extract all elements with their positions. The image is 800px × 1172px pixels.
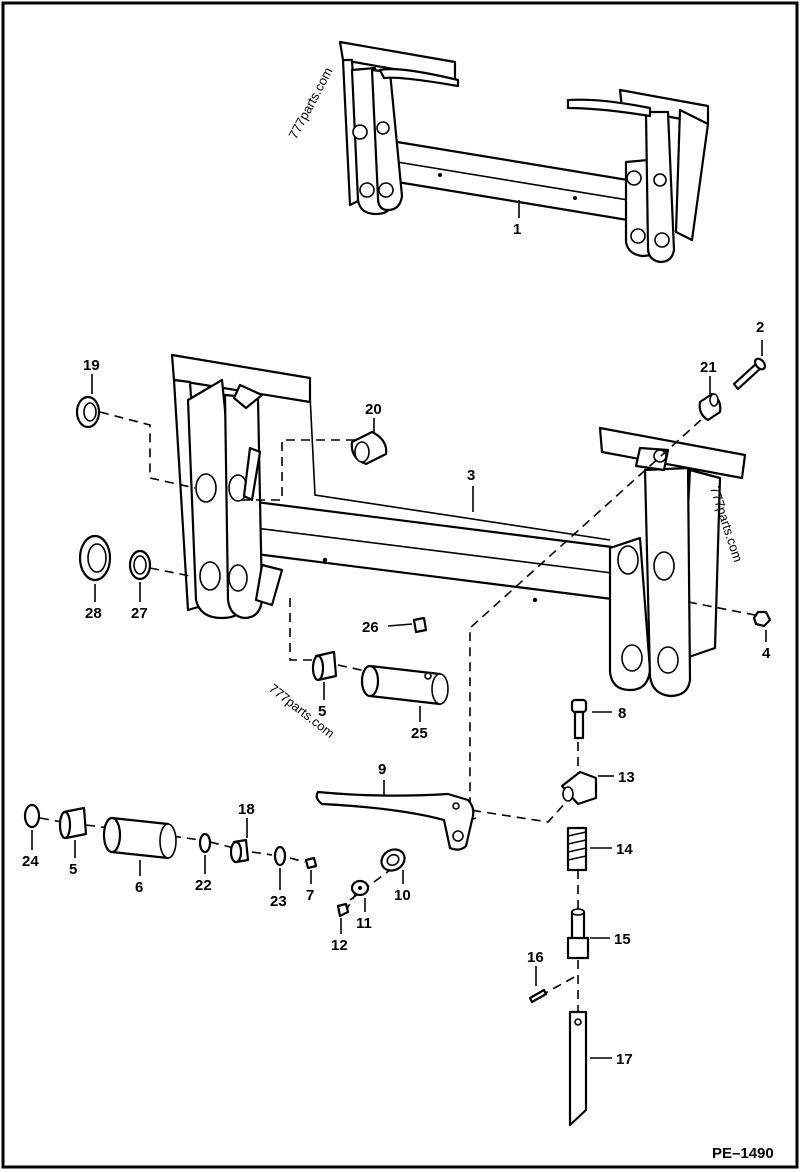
part-26-grease-fitting (412, 616, 428, 634)
part-20-collar (350, 430, 388, 466)
part-5-bushing (311, 650, 338, 682)
part-15-plunger (566, 908, 590, 960)
callout-24: 24 (22, 853, 39, 870)
callout-3: 3 (467, 467, 475, 484)
part-6-sleeve (102, 816, 177, 860)
callout-6: 6 (135, 879, 143, 896)
callout-5-lower: 5 (69, 861, 77, 878)
part-25-pin (360, 664, 449, 706)
part-19-washer (75, 395, 101, 429)
part-21-bushing (698, 392, 722, 422)
callout-9: 9 (378, 761, 386, 778)
part-18-bearing (229, 838, 250, 864)
part-14-spring (566, 826, 588, 872)
callout-13: 13 (618, 769, 635, 786)
callout-18: 18 (238, 801, 255, 818)
callout-16: 16 (527, 949, 544, 966)
part-8-bolt (570, 698, 588, 740)
callout-labels: 1 2 3 4 5 5 6 7 8 9 10 11 12 13 14 15 16… (22, 221, 771, 1068)
callout-7: 7 (306, 887, 314, 904)
part-27-ring (128, 549, 152, 581)
callout-1: 1 (513, 221, 521, 238)
part-5-lower-bushing (58, 806, 88, 840)
callout-2: 2 (756, 319, 764, 336)
part-23-o-ring (273, 845, 287, 867)
callout-27: 27 (131, 605, 148, 622)
part-12-nut (336, 902, 350, 918)
callout-5-middle: 5 (318, 703, 326, 720)
part-28-seal (78, 534, 112, 582)
part-9-handle-lever (315, 790, 475, 851)
callout-10: 10 (394, 887, 411, 904)
part-1-frame-assembly (338, 40, 710, 264)
callout-25: 25 (411, 725, 428, 742)
part-4-nut (752, 610, 772, 628)
callout-12: 12 (331, 937, 348, 954)
callout-23: 23 (270, 893, 287, 910)
callout-19: 19 (83, 357, 100, 374)
part-2-bolt (732, 357, 767, 391)
part-16-roll-pin (528, 988, 548, 1004)
part-7-nut (304, 856, 318, 870)
callout-20: 20 (365, 401, 382, 418)
part-11-washer (350, 879, 370, 897)
callout-15: 15 (614, 931, 631, 948)
callout-17: 17 (616, 1051, 633, 1068)
watermark-middle: 777parts.com (266, 681, 337, 741)
part-24-snap-ring (23, 803, 41, 829)
part-3-main-frame (170, 353, 747, 698)
callout-leaders (31, 200, 767, 1059)
callout-28: 28 (85, 605, 102, 622)
callout-8: 8 (618, 705, 626, 722)
part-10-spring (380, 848, 406, 872)
callout-11: 11 (356, 915, 372, 932)
callout-22: 22 (195, 877, 212, 894)
callout-14: 14 (616, 841, 633, 858)
part-17-rod (568, 1010, 588, 1127)
callout-4: 4 (762, 645, 771, 662)
watermark-top: 777parts.com (285, 65, 335, 142)
part-22-o-ring (198, 832, 212, 854)
part-13-block (560, 770, 598, 806)
drawing-code: PE–1490 (712, 1145, 774, 1162)
callout-21: 21 (700, 359, 717, 376)
callout-26: 26 (362, 619, 379, 636)
